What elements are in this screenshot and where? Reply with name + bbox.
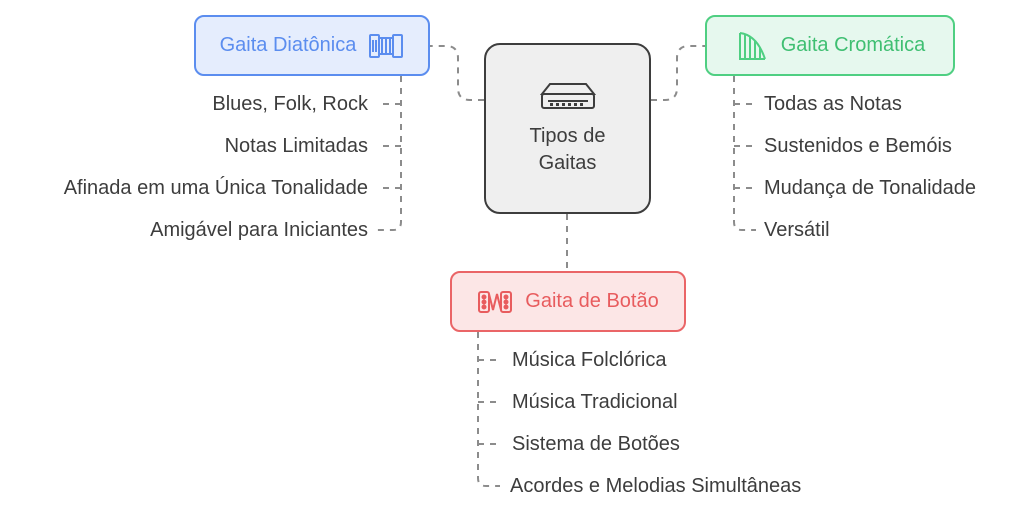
leaf-botao-0: Música Folclórica — [512, 349, 667, 371]
center-title: Tipos de Gaitas — [529, 124, 606, 174]
branch-gaita-cromatica: Gaita Cromática — [705, 15, 955, 76]
leaf-cromatica-2: Mudança de Tonalidade — [764, 177, 977, 199]
leaf-diatonica-2: Afinada em uma Única Tonalidade — [63, 177, 368, 199]
harp-icon — [735, 29, 769, 63]
branch-gaita-diatonica: Gaita Diatônica — [194, 15, 430, 76]
harmonica-icon — [538, 81, 598, 113]
connector-botao-leaves — [477, 332, 500, 487]
leaf-cromatica-1: Sustenidos e Bemóis — [764, 135, 952, 157]
leaf-cromatica-0: Todas as Notas — [764, 93, 902, 115]
connector-center-diatonica — [430, 45, 484, 101]
leaf-diatonica-0: Blues, Folk, Rock — [212, 93, 368, 115]
leaf-botao-3: Acordes e Melodias Simultâneas — [510, 475, 802, 497]
leaf-diatonica-3: Amigável para Iniciantes — [150, 219, 368, 241]
button-accordion-icon — [477, 288, 513, 316]
leaf-botao-2: Sistema de Botões — [512, 433, 680, 455]
center-node: Tipos de Gaitas — [484, 43, 651, 214]
branch-gaita-botao: Gaita de Botão — [450, 271, 686, 332]
connector-center-cromatica — [651, 45, 705, 101]
branch-label-cromatica: Gaita Cromática — [780, 34, 926, 56]
branch-label-diatonica: Gaita Diatônica — [219, 34, 357, 56]
connector-diatonica-leaves — [375, 76, 402, 231]
branch-label-botao: Gaita de Botão — [525, 290, 659, 312]
leaf-cromatica-3: Versátil — [764, 219, 830, 241]
leaf-diatonica-1: Notas Limitadas — [224, 135, 368, 157]
leaf-botao-1: Música Tradicional — [512, 391, 678, 413]
connector-cromatica-leaves — [733, 76, 756, 231]
accordion-icon — [368, 32, 404, 60]
